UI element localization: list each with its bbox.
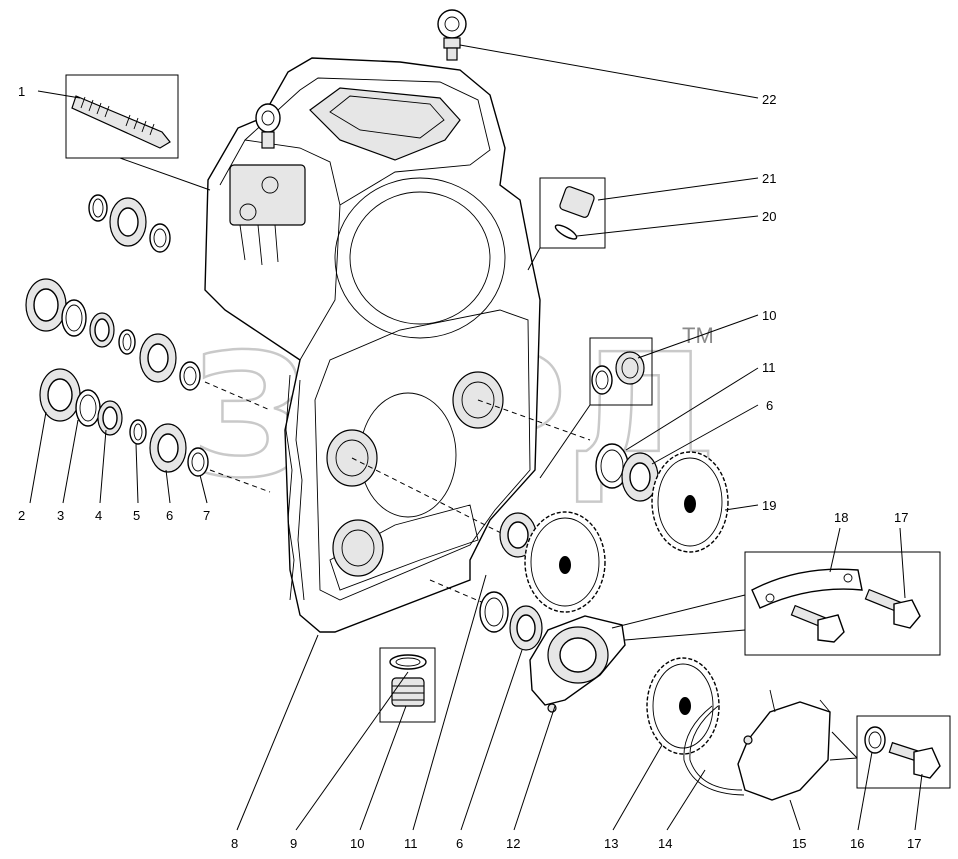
callout-19: 19 — [762, 498, 776, 513]
lifting-eye-housing — [255, 103, 281, 149]
seal-ring-upper-2 — [149, 223, 171, 253]
stud-1 — [71, 95, 171, 149]
bolt-frame-lower — [856, 715, 951, 789]
cover-15 — [737, 689, 831, 801]
gear-19 — [651, 451, 729, 553]
callout-6-bottom: 6 — [456, 836, 463, 851]
ring-row2 — [118, 329, 136, 355]
lifting-eye-bolt-22 — [437, 9, 467, 61]
stud-1-frame-leader — [119, 157, 211, 191]
callout-15: 15 — [792, 836, 806, 851]
callout-21: 21 — [762, 171, 776, 186]
bearing-6-lower — [509, 605, 543, 651]
callout-10-bottom: 10 — [350, 836, 364, 851]
ring-5 — [129, 419, 147, 445]
gear-center — [524, 511, 606, 613]
cover-12 — [529, 615, 626, 713]
bearing-upper — [109, 197, 147, 247]
drain-plug-10 — [391, 677, 425, 707]
bolt-17-b — [864, 588, 921, 629]
snap-ring-row2 — [179, 361, 201, 391]
washer-16 — [864, 726, 886, 754]
callout-7: 7 — [203, 508, 210, 523]
bolt-frame-upper-leader-a — [611, 594, 746, 629]
trademark-mark: TM — [682, 323, 714, 348]
plate-18 — [751, 568, 863, 609]
washer-right — [591, 365, 613, 395]
washer-20 — [554, 224, 578, 240]
bolt-frame-upper-leader-b — [624, 629, 746, 641]
callout-2: 2 — [18, 508, 25, 523]
bolt-frame-upper — [744, 551, 941, 656]
drain-plug-frame — [379, 647, 436, 723]
callout-10-right: 10 — [762, 308, 776, 323]
bolt-frame-lower-leader-b — [829, 757, 858, 761]
callout-5: 5 — [133, 508, 140, 523]
leader-lines — [29, 44, 923, 831]
seal-row2 — [89, 312, 115, 348]
spring-clip-14 — [683, 705, 745, 796]
gear-13 — [646, 657, 720, 755]
callout-3: 3 — [57, 508, 64, 523]
seal-4 — [97, 400, 123, 436]
plug-frame-right-leader — [539, 404, 591, 479]
callout-14: 14 — [658, 836, 672, 851]
housing-bore-lower — [332, 519, 384, 577]
bearing-6-left — [149, 423, 187, 473]
callout-18: 18 — [834, 510, 848, 525]
callout-4: 4 — [95, 508, 102, 523]
o-ring-row2 — [61, 299, 87, 337]
stud-1-frame — [65, 74, 179, 159]
gearbox-housing — [204, 57, 541, 633]
seal-ring-upper — [88, 194, 108, 222]
callout-16: 16 — [850, 836, 864, 851]
plug-frame-upper — [539, 177, 606, 249]
assembly-axis-upper — [477, 399, 591, 441]
bearing-cap-2 — [39, 368, 81, 422]
callout-17-top: 17 — [894, 510, 908, 525]
bearing-6-right — [621, 452, 659, 502]
callout-12: 12 — [506, 836, 520, 851]
callout-11-right: 11 — [762, 360, 776, 375]
bolt-frame-lower-leader-a — [831, 731, 858, 759]
plug-frame-right — [589, 337, 653, 406]
snap-ring-7 — [187, 447, 209, 477]
bearing-row2 — [139, 333, 177, 383]
assembly-axis-row3 — [209, 469, 271, 493]
drain-plug-washer-9 — [389, 654, 427, 670]
filler-plug-21 — [559, 186, 595, 218]
callout-6-right: 6 — [766, 398, 773, 413]
plug-frame-upper-leader — [527, 247, 541, 271]
callout-13: 13 — [604, 836, 618, 851]
bolt-17-a — [790, 604, 845, 643]
callout-17-bottom: 17 — [907, 836, 921, 851]
callout-1: 1 — [18, 84, 25, 99]
callout-22: 22 — [762, 92, 776, 107]
plug-10-right — [615, 351, 645, 385]
o-ring-3 — [75, 389, 101, 427]
callout-11-bottom: 11 — [404, 836, 418, 851]
callout-9: 9 — [290, 836, 297, 851]
assembly-axis-row2 — [204, 381, 271, 411]
bolt-17-c — [888, 741, 941, 779]
callout-8: 8 — [231, 836, 238, 851]
assembly-axis-bore — [351, 457, 506, 536]
callout-20: 20 — [762, 209, 776, 224]
callout-labels: 1 2 3 4 5 6 7 8 9 10 11 6 12 13 14 15 16… — [18, 84, 921, 851]
bearing-cap-row2 — [25, 278, 67, 332]
callout-6-left: 6 — [166, 508, 173, 523]
o-ring-11-lower — [479, 591, 509, 633]
